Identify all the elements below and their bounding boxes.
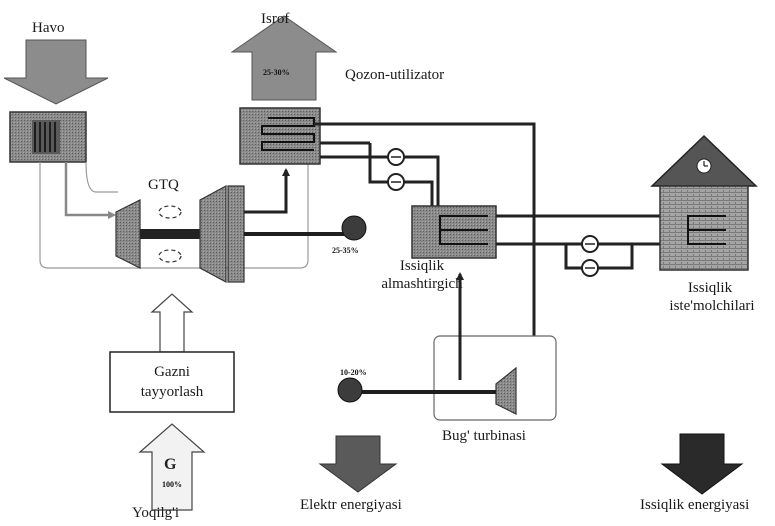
consumers-label-1: Issiqlik	[687, 280, 733, 296]
loss-percent: 25-30%	[263, 68, 290, 77]
gtq-boundary-line-2	[85, 161, 118, 193]
steam-power-percent: 10-20%	[340, 368, 367, 377]
gtq-label: GTQ	[148, 177, 179, 193]
heat-exchanger-label-1: Issiqlik	[399, 258, 445, 274]
electric-energy-arrow	[318, 435, 398, 493]
heat-energy-label: Issiqlik energiyasi	[640, 497, 750, 513]
gas-turbine-unit	[115, 184, 245, 284]
heat-exchanger-label-2: almashtirgich	[381, 276, 463, 292]
fuel-g-icon: G	[164, 456, 177, 473]
gas-prep-label-1: Gazni	[154, 364, 190, 380]
loss-arrow	[230, 15, 338, 101]
hrsg-steam-line	[314, 122, 538, 380]
generator-2	[337, 377, 363, 403]
fuel-label: Yoqilg'i	[132, 505, 180, 521]
pump-loop-1	[320, 141, 440, 206]
gtq-power-percent: 25-35%	[332, 246, 359, 255]
air-flow-line	[64, 162, 116, 219]
gas-prep-arrow	[150, 293, 194, 353]
fuel-arrow	[138, 423, 206, 511]
air-label: Havo	[32, 20, 65, 36]
hrsg-box	[239, 107, 321, 165]
heat-energy-arrow	[660, 433, 744, 495]
air-filter-box	[9, 111, 87, 163]
consumers-label-2: iste'molchilari	[669, 298, 755, 314]
gtq-boundary-line	[39, 150, 309, 269]
electric-energy-label: Elektr energiyasi	[300, 497, 402, 513]
steam-turbine-label: Bug' turbinasi	[442, 428, 526, 444]
exhaust-flow-line	[244, 168, 290, 214]
hrsg-label: Qozon-utilizator	[345, 67, 445, 83]
loss-label: Isrof	[261, 11, 290, 27]
house-icon	[650, 134, 758, 271]
steam-turbine-unit	[433, 335, 557, 421]
heat-exchanger-box	[411, 205, 497, 259]
fuel-percent: 100%	[162, 480, 182, 489]
generator-1	[341, 215, 367, 241]
gas-prep-label-2: tayyorlash	[140, 384, 204, 400]
gas-prep-box	[109, 351, 235, 413]
air-inlet-arrow	[3, 39, 109, 105]
